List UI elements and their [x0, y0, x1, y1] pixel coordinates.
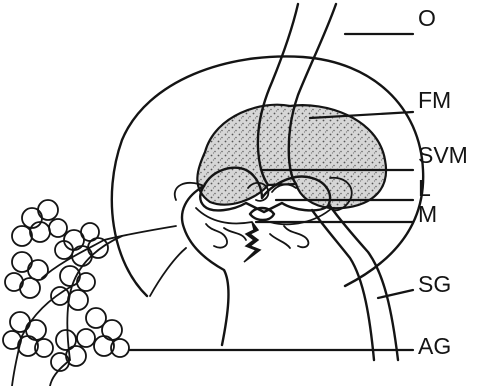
label-sg: SG: [418, 271, 451, 297]
label-o: O: [418, 5, 436, 31]
duct-right-inner: [312, 210, 374, 360]
tubule-right-2: [270, 234, 290, 248]
label-svm: SVM: [418, 142, 468, 168]
accessory-gland-clusters: [3, 200, 176, 386]
label-fm: FM: [418, 87, 451, 113]
leader-sg: [378, 290, 413, 298]
tubule-left-2: [224, 228, 246, 240]
label-l: L: [418, 175, 431, 201]
label-ag: AG: [418, 333, 451, 359]
tubule-right-1: [284, 226, 308, 247]
duct-left-inner: [150, 248, 186, 296]
label-m: M: [418, 201, 437, 227]
duct-right-outer: [330, 206, 398, 360]
median-zigzag: [244, 222, 260, 262]
